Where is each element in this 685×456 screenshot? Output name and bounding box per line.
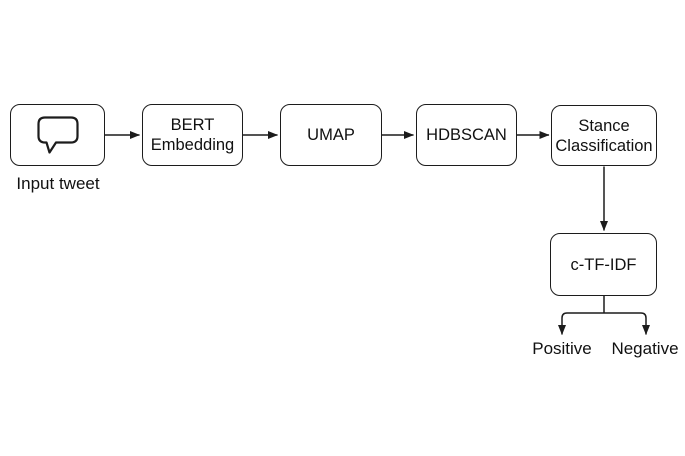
input-tweet-label: Input tweet <box>16 174 100 193</box>
node-label: Stance Classification <box>555 116 653 155</box>
node-input-tweet <box>10 104 105 166</box>
node-label: BERT Embedding <box>150 116 235 154</box>
output-negative-label: Negative <box>611 339 679 358</box>
arrow-ctfidf-to-positive <box>558 312 604 335</box>
output-positive-label: Positive <box>532 339 592 358</box>
node-label: HDBSCAN <box>426 126 507 144</box>
arrow-ctfidf-to-negative <box>604 312 650 335</box>
speech-bubble-icon <box>36 116 79 154</box>
node-stance-classification: Stance Classification <box>551 105 657 166</box>
node-umap: UMAP <box>280 104 382 166</box>
node-label: UMAP <box>307 126 355 144</box>
node-label: c-TF-IDF <box>570 255 637 274</box>
node-ctfidf: c-TF-IDF <box>550 233 657 296</box>
node-hdbscan: HDBSCAN <box>416 104 517 166</box>
node-bert-embedding: BERT Embedding <box>142 104 243 166</box>
